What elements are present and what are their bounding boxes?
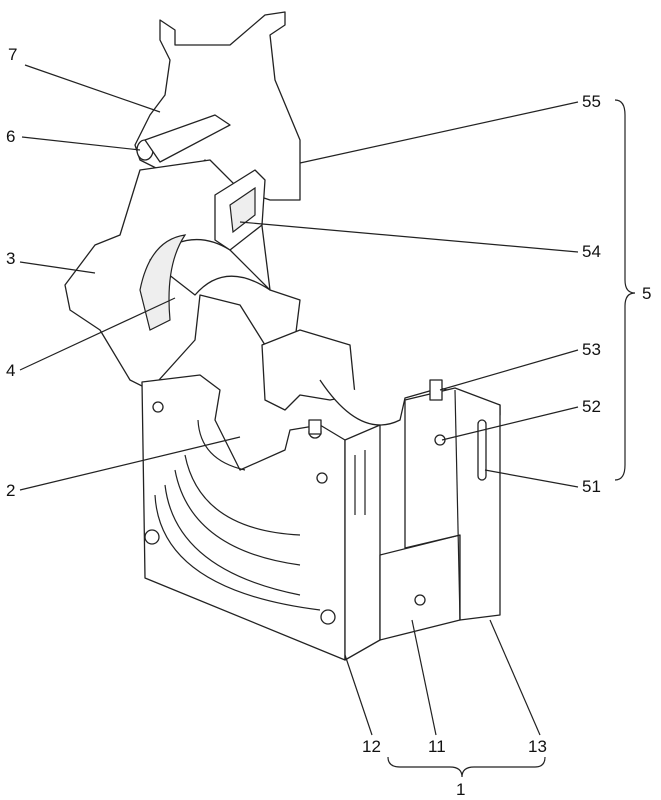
label-4: 4 xyxy=(6,361,16,380)
base-block-13 xyxy=(404,379,501,621)
base-block-11 xyxy=(379,534,461,641)
leader-lines xyxy=(19,64,579,736)
label-6: 6 xyxy=(6,127,16,146)
label-3: 3 xyxy=(6,249,16,268)
label-5: 5 xyxy=(642,284,652,303)
label-54: 54 xyxy=(582,242,601,261)
label-1: 1 xyxy=(456,780,466,799)
label-11: 11 xyxy=(428,737,446,756)
upper-clamp xyxy=(64,11,301,391)
label-53: 53 xyxy=(582,340,601,359)
brace-5 xyxy=(614,99,636,481)
label-2: 2 xyxy=(6,481,16,500)
label-52: 52 xyxy=(582,397,601,416)
label-13: 13 xyxy=(528,737,547,756)
label-51: 51 xyxy=(582,477,601,496)
base-block-12 xyxy=(141,374,381,661)
label-7: 7 xyxy=(8,45,18,64)
brace-1 xyxy=(387,756,546,778)
label-12: 12 xyxy=(362,737,381,756)
label-55: 55 xyxy=(582,92,601,111)
